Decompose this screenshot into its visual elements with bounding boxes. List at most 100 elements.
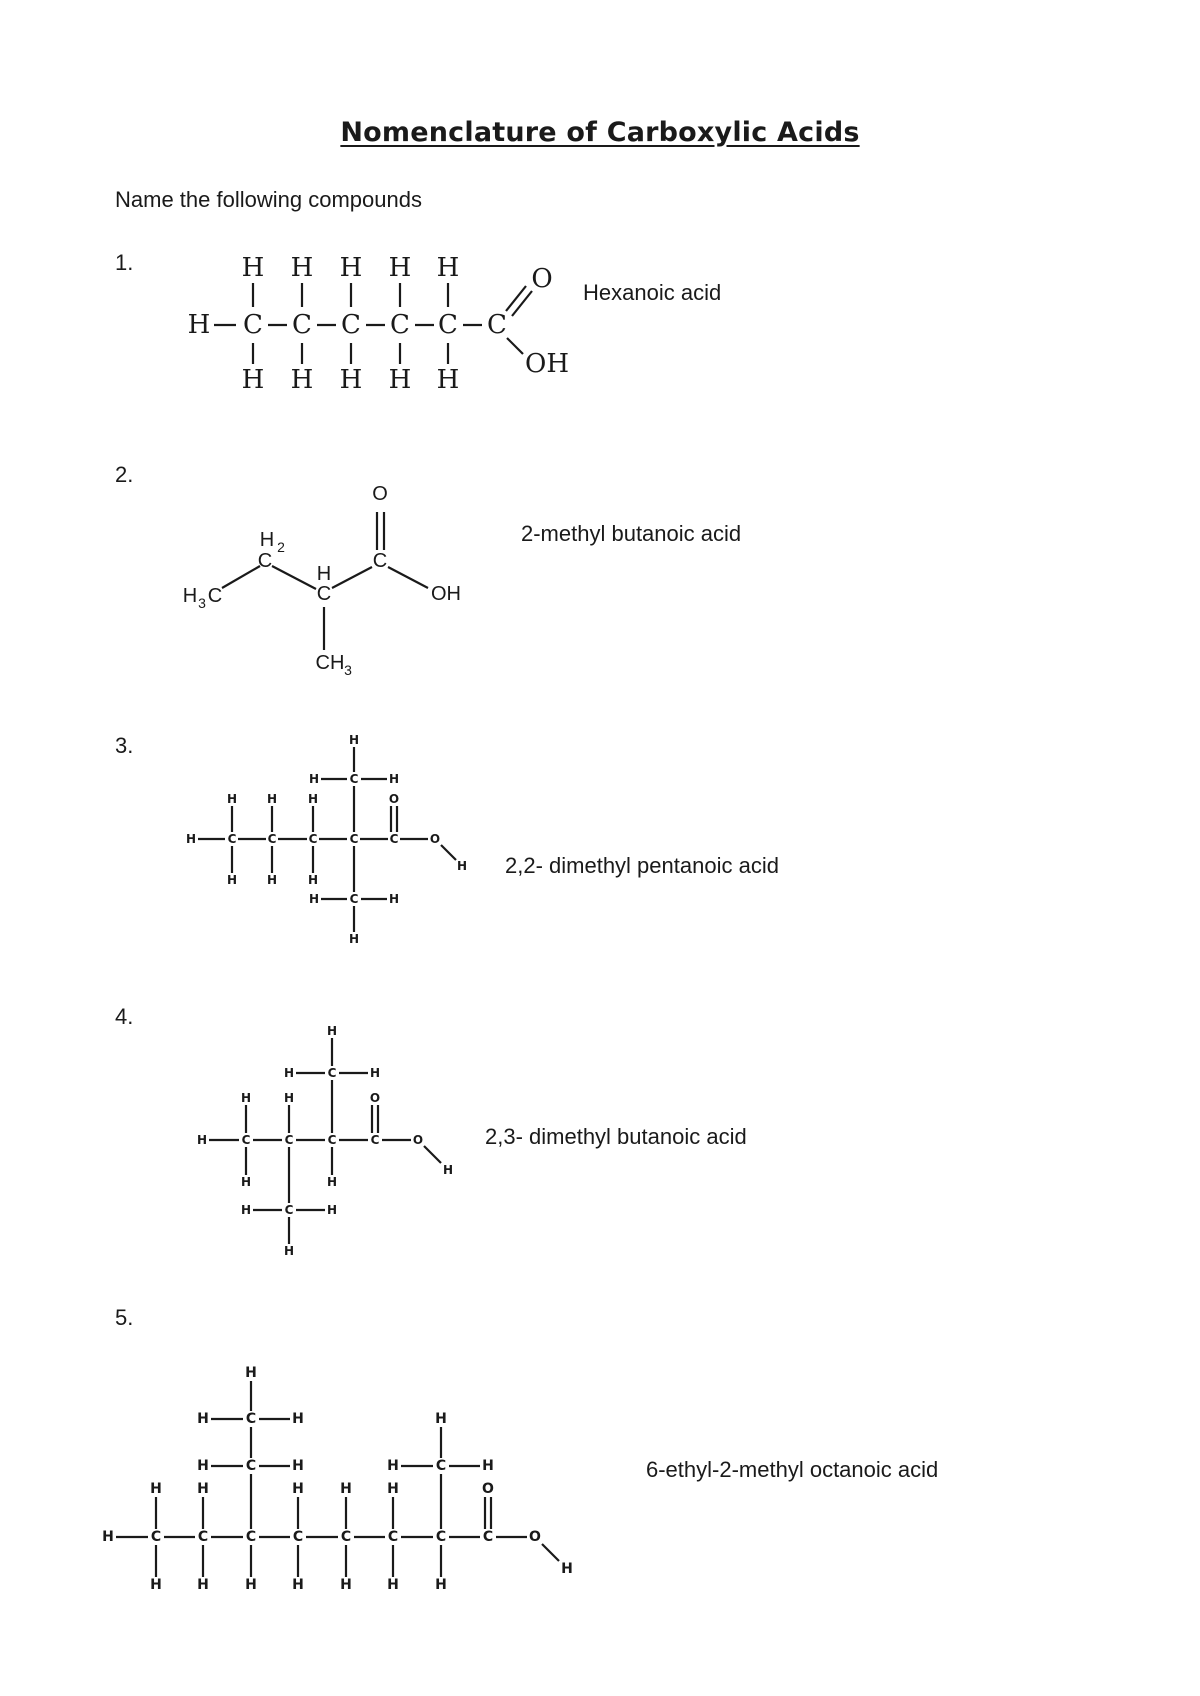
svg-text:CH: CH bbox=[316, 652, 345, 674]
svg-text:H: H bbox=[435, 1577, 447, 1593]
svg-text:H: H bbox=[242, 253, 265, 283]
answer-4: 2,3- dimethyl butanoic acid bbox=[485, 1124, 747, 1149]
svg-text:H: H bbox=[309, 892, 319, 906]
svg-text:C: C bbox=[268, 832, 277, 846]
svg-text:H: H bbox=[340, 1577, 352, 1593]
svg-text:C: C bbox=[373, 550, 387, 572]
svg-text:H: H bbox=[389, 772, 399, 786]
svg-text:H: H bbox=[241, 1091, 251, 1105]
svg-text:H: H bbox=[327, 1175, 337, 1189]
svg-text:H: H bbox=[241, 1175, 251, 1189]
svg-text:H: H bbox=[267, 792, 277, 806]
svg-text:H: H bbox=[437, 253, 460, 283]
question-number-5: 5. bbox=[115, 1305, 134, 1330]
svg-text:C: C bbox=[328, 1066, 337, 1080]
svg-text:H: H bbox=[102, 1529, 114, 1545]
svg-text:H: H bbox=[260, 529, 274, 551]
svg-text:H: H bbox=[435, 1411, 447, 1427]
svg-text:C: C bbox=[438, 310, 458, 340]
svg-text:H: H bbox=[242, 365, 265, 395]
svg-text:H: H bbox=[308, 792, 318, 806]
svg-text:H: H bbox=[267, 873, 277, 887]
svg-text:H: H bbox=[387, 1458, 399, 1474]
svg-text:H: H bbox=[387, 1577, 399, 1593]
svg-text:C: C bbox=[341, 310, 361, 340]
svg-text:C: C bbox=[350, 772, 359, 786]
svg-text:H: H bbox=[186, 832, 196, 846]
svg-text:O: O bbox=[370, 1091, 380, 1105]
svg-text:O: O bbox=[389, 792, 399, 806]
svg-text:O: O bbox=[529, 1529, 541, 1545]
svg-text:H: H bbox=[197, 1133, 207, 1147]
svg-text:H: H bbox=[437, 365, 460, 395]
svg-text:C: C bbox=[328, 1133, 337, 1147]
svg-text:C: C bbox=[258, 550, 272, 572]
svg-text:C: C bbox=[390, 310, 410, 340]
answer-1: Hexanoic acid bbox=[583, 280, 722, 305]
answer-3: 2,2- dimethyl pentanoic acid bbox=[505, 853, 779, 878]
svg-text:O: O bbox=[430, 832, 440, 846]
svg-text:OH: OH bbox=[431, 583, 461, 605]
svg-text:H: H bbox=[349, 733, 359, 747]
svg-text:C: C bbox=[487, 310, 507, 340]
instructions: Name the following compounds bbox=[115, 187, 422, 212]
svg-text:C: C bbox=[350, 832, 359, 846]
svg-text:C: C bbox=[246, 1529, 256, 1545]
svg-text:H: H bbox=[349, 932, 359, 946]
svg-text:C: C bbox=[246, 1411, 256, 1427]
svg-text:H: H bbox=[561, 1561, 573, 1577]
svg-text:C: C bbox=[242, 1133, 251, 1147]
svg-text:H: H bbox=[245, 1577, 257, 1593]
svg-text:H: H bbox=[284, 1066, 294, 1080]
svg-text:H: H bbox=[308, 873, 318, 887]
svg-text:H: H bbox=[183, 585, 197, 607]
svg-text:H: H bbox=[292, 1411, 304, 1427]
svg-text:H: H bbox=[443, 1163, 453, 1177]
svg-text:O: O bbox=[482, 1481, 494, 1497]
svg-text:C: C bbox=[243, 310, 263, 340]
svg-text:C: C bbox=[228, 832, 237, 846]
svg-text:H: H bbox=[317, 563, 331, 585]
svg-text:H: H bbox=[309, 772, 319, 786]
svg-text:O: O bbox=[413, 1133, 423, 1147]
page-title: Nomenclature of Carboxylic Acids bbox=[340, 117, 860, 148]
svg-text:H: H bbox=[387, 1481, 399, 1497]
svg-text:C: C bbox=[285, 1203, 294, 1217]
svg-text:H: H bbox=[227, 792, 237, 806]
svg-text:C: C bbox=[371, 1133, 380, 1147]
svg-text:C: C bbox=[285, 1133, 294, 1147]
question-number-1: 1. bbox=[115, 250, 134, 275]
svg-text:O: O bbox=[531, 264, 552, 294]
svg-text:H: H bbox=[327, 1203, 337, 1217]
svg-text:C: C bbox=[317, 583, 331, 605]
svg-text:H: H bbox=[188, 310, 211, 340]
svg-text:H: H bbox=[389, 892, 399, 906]
svg-text:C: C bbox=[293, 1529, 303, 1545]
svg-text:O: O bbox=[372, 483, 388, 505]
svg-text:C: C bbox=[208, 585, 222, 607]
svg-text:H: H bbox=[291, 253, 314, 283]
svg-text:H: H bbox=[292, 1481, 304, 1497]
svg-text:H: H bbox=[197, 1411, 209, 1427]
svg-text:2: 2 bbox=[277, 539, 285, 555]
answer-2: 2-methyl butanoic acid bbox=[521, 521, 742, 546]
svg-text:H: H bbox=[150, 1577, 162, 1593]
svg-text:C: C bbox=[309, 832, 318, 846]
svg-text:OH: OH bbox=[525, 349, 569, 379]
svg-text:H: H bbox=[340, 253, 363, 283]
svg-text:H: H bbox=[291, 365, 314, 395]
svg-text:H: H bbox=[241, 1203, 251, 1217]
svg-text:H: H bbox=[457, 859, 467, 873]
svg-text:H: H bbox=[340, 365, 363, 395]
svg-text:H: H bbox=[284, 1244, 294, 1258]
svg-text:C: C bbox=[390, 832, 399, 846]
svg-text:H: H bbox=[389, 365, 412, 395]
question-number-2: 2. bbox=[115, 462, 134, 487]
svg-text:H: H bbox=[245, 1365, 257, 1381]
svg-text:H: H bbox=[327, 1024, 337, 1038]
svg-text:C: C bbox=[151, 1529, 161, 1545]
